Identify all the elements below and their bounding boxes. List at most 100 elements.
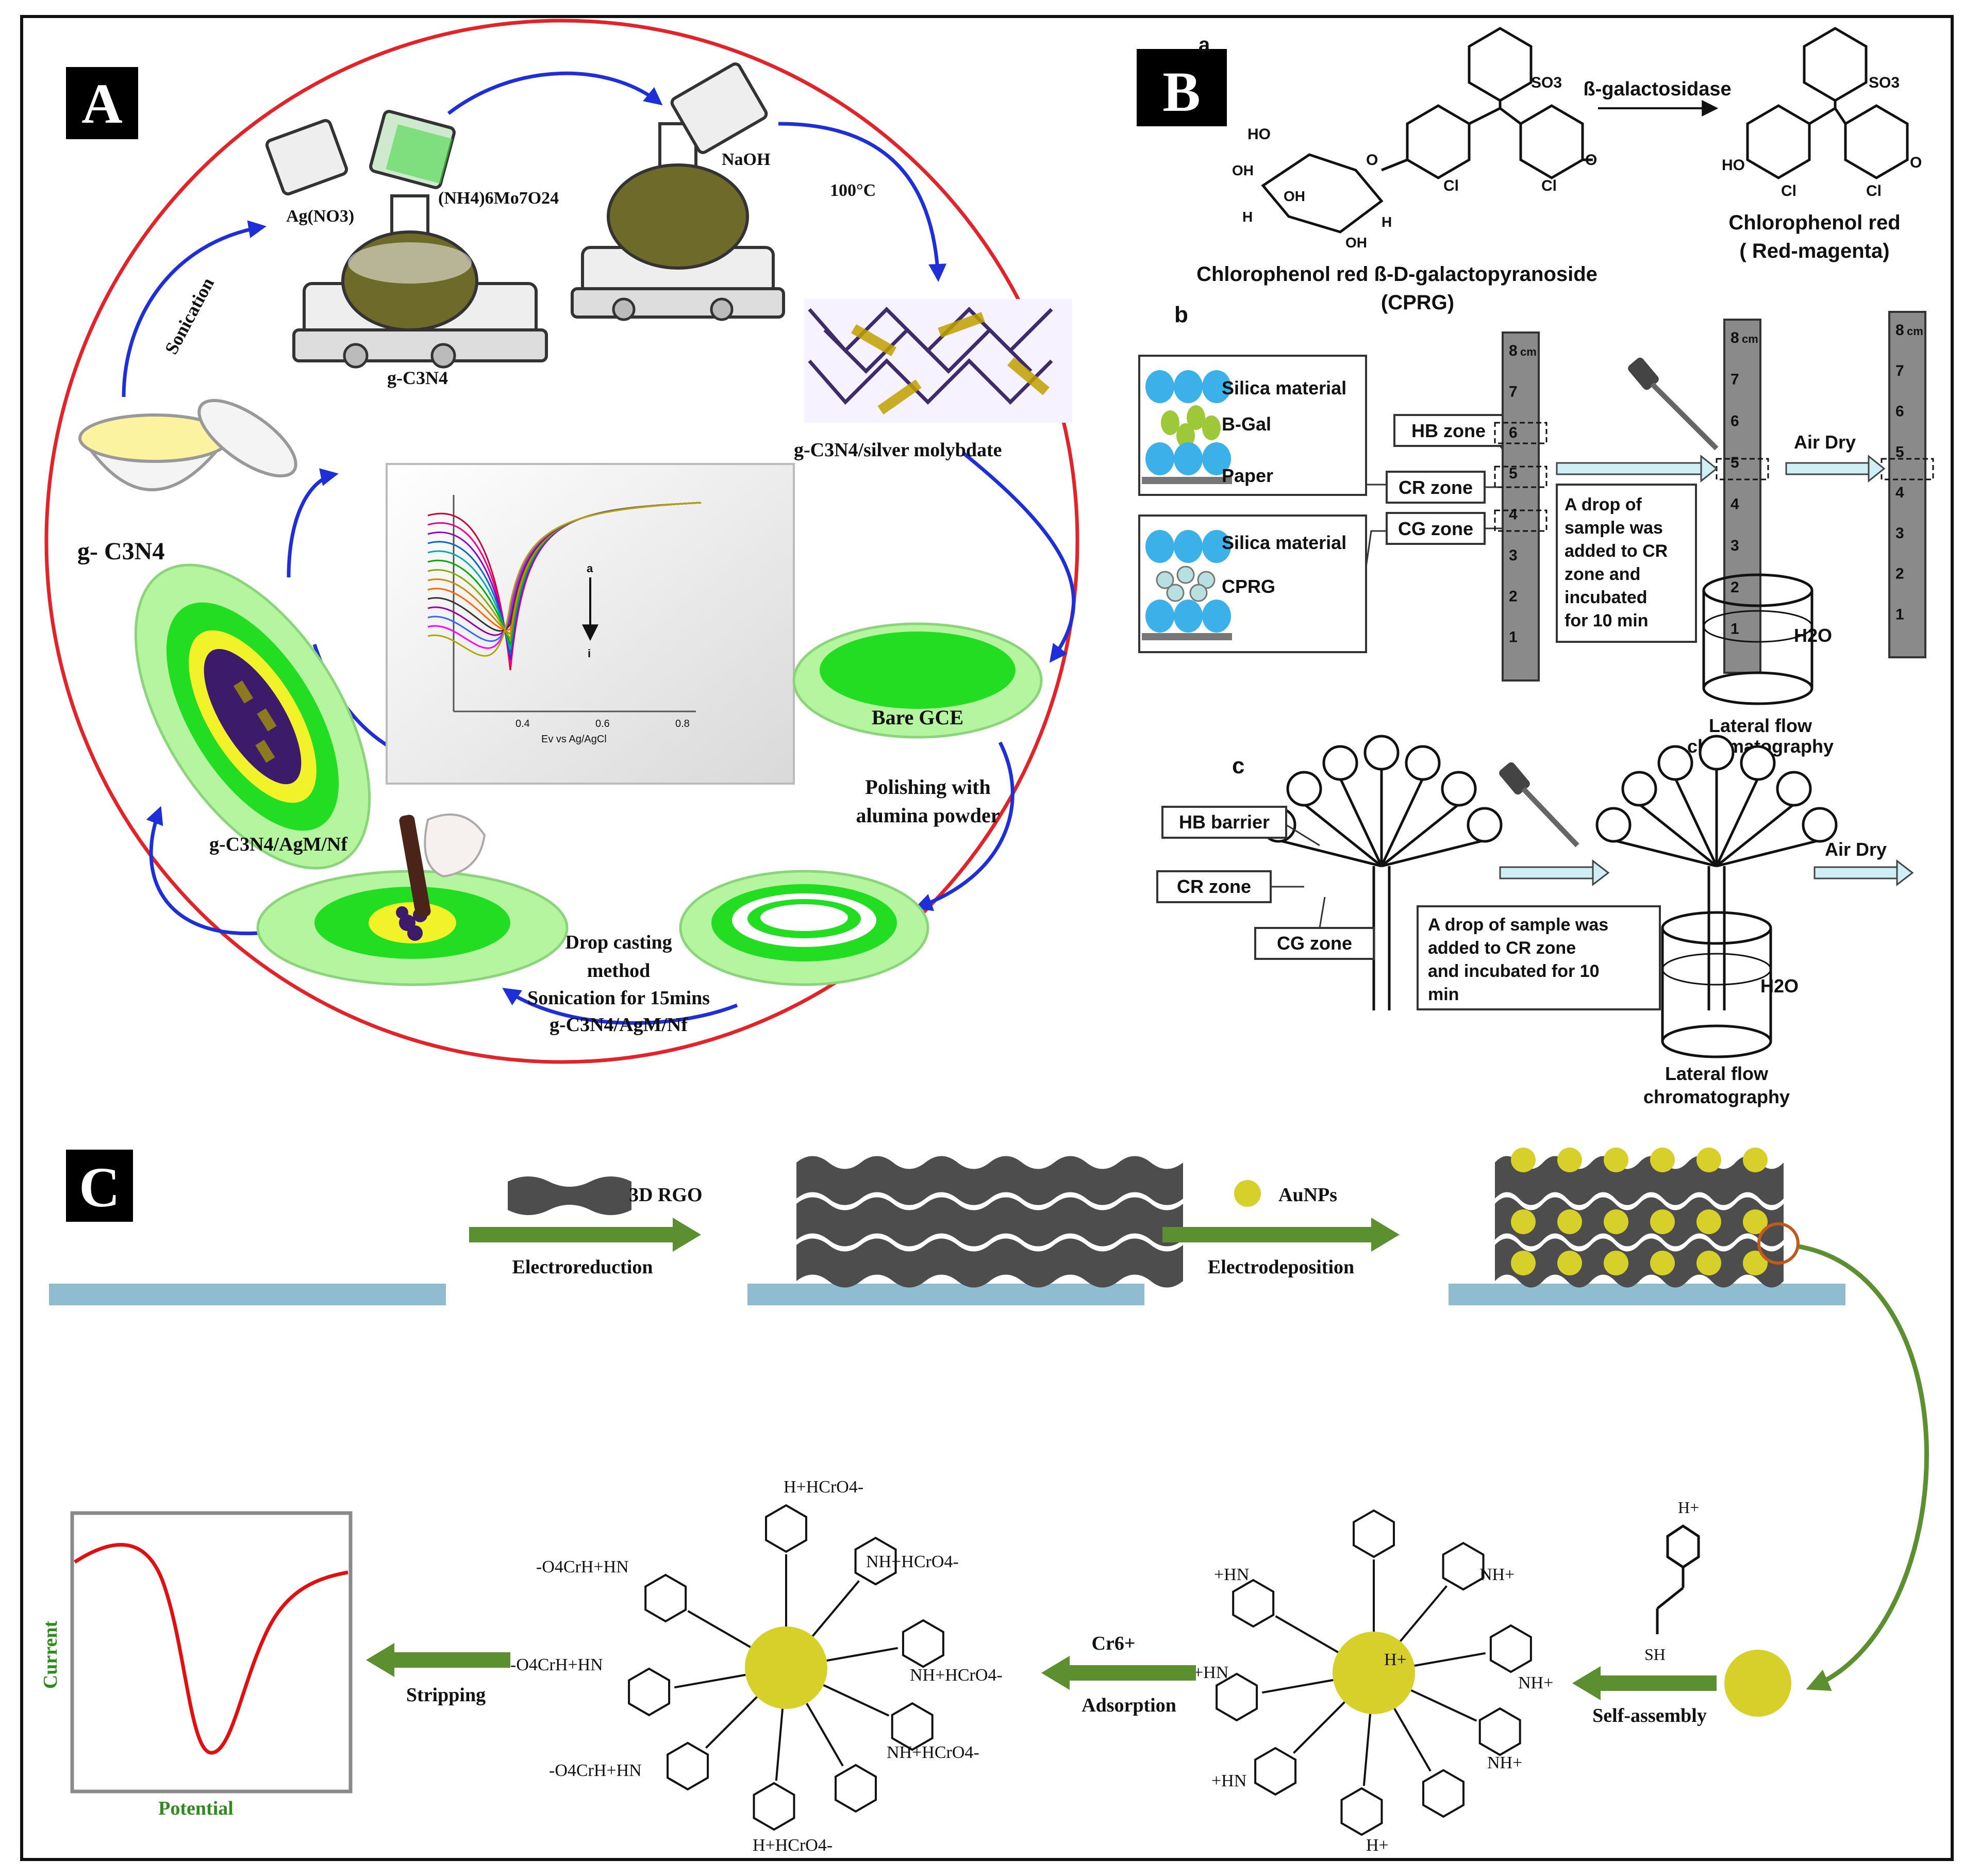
ruler-tick: 1 (1509, 629, 1518, 646)
green-arrow (1041, 1656, 1196, 1690)
chromate-bound-aunp (628, 1504, 944, 1831)
bare-gce-label: Bare GCE (872, 706, 963, 729)
aunp-icon (745, 1626, 827, 1709)
substrate-bar (747, 1284, 1144, 1305)
drop-instruction-line: sample was (1565, 518, 1663, 538)
product-name-2: ( Red-magenta) (1739, 240, 1889, 262)
composite-label: g-C3N4/silver molybdate (794, 439, 1002, 461)
flow-arrow (447, 71, 663, 115)
cr6-label: Cr6+ (1092, 1633, 1136, 1654)
aunps-label: AuNPs (1278, 1184, 1337, 1206)
hcro4-label: H+HCrO4- (753, 1836, 833, 1855)
panel-a-label: A (81, 72, 122, 135)
glove-hand-icon (399, 814, 486, 918)
aunp-icon (1650, 1148, 1675, 1172)
aunp-icon (1743, 1148, 1768, 1172)
nh-hcro4-label: NH+HCrO4- (910, 1666, 1003, 1685)
ruler-tick: 4 (1731, 496, 1739, 513)
ruler-tick: 3 (1509, 547, 1518, 564)
polishing-label-2: alumina powder (856, 804, 1000, 827)
ruler-tick: 7 (1895, 362, 1904, 379)
aunp-icon (1511, 1148, 1536, 1172)
polished-electrode (679, 870, 929, 986)
beaker-icon (265, 110, 456, 196)
ruler-tick: 2 (1895, 566, 1904, 583)
aunp-icon (1604, 1209, 1628, 1234)
naoh-label: NaOH (722, 150, 770, 169)
ruler-tick: 4 (1895, 484, 1904, 501)
composite-network (804, 299, 1072, 423)
drop-instruction-line: A drop of sample was (1428, 915, 1608, 935)
panel-b: B a SO3 HO O OH OH OH H H Cl Cl O Chloro… (1137, 27, 1934, 1107)
panel-c-label: C (79, 1156, 120, 1219)
ho-label: HO (1247, 126, 1271, 143)
drop-instruction-line: added to CR zone (1428, 938, 1576, 958)
o-label: O (1910, 154, 1922, 171)
panel-b-label: B (1162, 60, 1200, 123)
silica-label: Silica material (1222, 377, 1346, 399)
ruler-tick: 3 (1731, 537, 1739, 554)
zoom-circle (1757, 1222, 1800, 1265)
ruler-tick: 4 (1509, 506, 1518, 523)
hn-plus-label: +HN (1193, 1663, 1228, 1682)
cv-plot: a i 0.4 0.6 0.8 Ev vs Ag/AgCl (386, 463, 795, 785)
dropper-icon (1499, 762, 1579, 848)
aunp-icon (1650, 1209, 1675, 1234)
panel-a: A Ag(NO3) (NH4)6Mo7O24 g-C3N4 (44, 19, 1079, 1064)
green-curved-arrow (1799, 1244, 1929, 1691)
plot-tick: 0.6 (595, 718, 610, 729)
flow-arrow (287, 468, 339, 578)
ruler-unit: cm (1742, 333, 1758, 345)
aunp-icon (1557, 1148, 1582, 1172)
ruler-tick: 5 (1895, 443, 1904, 460)
drop-instruction-line: incubated (1565, 588, 1648, 607)
aunp-icon (1696, 1209, 1721, 1234)
ruler-tick: 6 (1895, 403, 1904, 420)
hb-barrier-label: HB barrier (1179, 811, 1270, 833)
panel-a-label-box (66, 67, 138, 139)
so3-label: SO3 (1869, 74, 1900, 91)
panel-c: C 3D RGO Electroreduction AuNPs Electrod… (40, 1148, 1929, 1855)
ag-no3-label: Ag(NO3) (286, 207, 354, 226)
ruler-tick: 5 (1731, 454, 1739, 471)
ruler-tick: 1 (1731, 620, 1739, 637)
flow-arrow (122, 220, 267, 397)
drop-instruction-line: added to CR (1565, 541, 1668, 561)
ruler-tick: 3 (1895, 525, 1904, 542)
drop-instruction-line: min (1428, 985, 1459, 1004)
plot-xlabel: Ev vs Ag/AgCl (541, 734, 607, 745)
ruler-tick: 8 (1509, 342, 1518, 359)
aunp-icon (1511, 1251, 1536, 1275)
sub-label-a: a (1199, 34, 1210, 56)
hn-plus-label: +HN (1211, 1771, 1246, 1790)
pyridine-thiol-molecule (1656, 1524, 1700, 1634)
aunp-icon (1743, 1209, 1768, 1234)
sh-label: SH (1644, 1645, 1666, 1664)
cl-label: Cl (1443, 177, 1459, 194)
aunp-icon (1696, 1251, 1721, 1275)
sub-label-b: b (1174, 302, 1188, 327)
nh-hcro4-label: NH+HCrO4- (887, 1743, 979, 1762)
substrate-name-1: Chlorophenol red ß-D-galactopyranoside (1196, 263, 1598, 286)
plot-arrow-top: a (587, 562, 593, 575)
flask-icon (341, 194, 478, 331)
cr-zone-label: CR zone (1177, 876, 1251, 897)
h-label: H (1242, 209, 1253, 225)
cv-curve (427, 502, 702, 657)
o4crh-hn-label: -O4CrH+HN (536, 1557, 629, 1576)
aunp-icon (1557, 1209, 1582, 1234)
rgo-stack-with-aunps (1495, 1148, 1784, 1288)
plot-tick: 0.4 (515, 718, 530, 729)
paper-device (1595, 735, 1838, 1010)
ruler-unit: cm (1907, 325, 1923, 338)
layer-box-top (1138, 355, 1367, 496)
o4crh-hn-label: -O4CrH+HN (549, 1761, 642, 1780)
hplus-label: H+ (1678, 1498, 1699, 1517)
flow-arrow (502, 988, 738, 1025)
bgal-label: B-Gal (1222, 413, 1271, 435)
green-arrow (469, 1218, 701, 1252)
lfc-label-2: chromatography (1643, 1086, 1790, 1107)
aunp-icon (1743, 1251, 1768, 1275)
oh-label: OH (1232, 162, 1254, 178)
modified-electrode (256, 870, 569, 986)
